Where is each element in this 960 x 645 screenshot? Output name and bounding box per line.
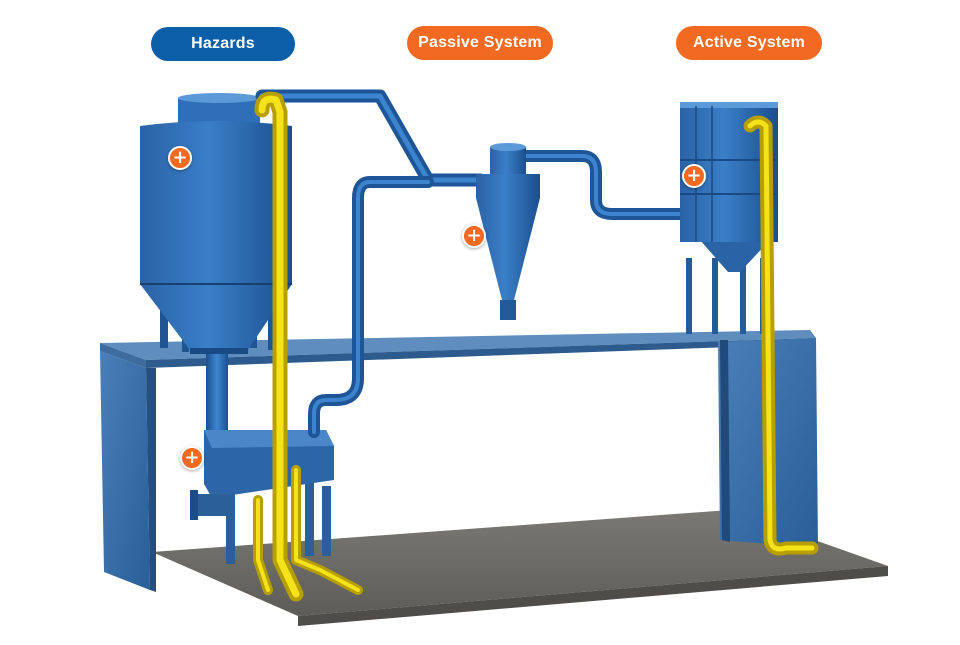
plus-icon: +: [184, 447, 200, 468]
tab-passive-system[interactable]: Passive System: [407, 26, 553, 60]
blue-pipe-network: [255, 89, 696, 438]
hotspot-lower-machine[interactable]: +: [180, 446, 204, 470]
tab-hazards[interactable]: Hazards: [151, 27, 295, 61]
support-table: [100, 330, 818, 592]
hotspot-hopper-tank[interactable]: +: [168, 146, 192, 170]
yellow-pipe-network: [253, 91, 819, 602]
plus-icon: +: [466, 225, 482, 246]
cyclone-separator: [476, 143, 540, 320]
hopper-drop-pipe: [206, 354, 228, 438]
hotspot-dust-collector[interactable]: +: [682, 164, 706, 188]
hopper-tank: [140, 93, 292, 354]
plus-icon: +: [172, 147, 188, 168]
hotspot-cyclone[interactable]: +: [462, 224, 486, 248]
floor: [152, 510, 888, 626]
lower-machine: [190, 430, 334, 564]
plus-icon: +: [686, 165, 702, 186]
tab-active-system[interactable]: Active System: [676, 26, 822, 60]
